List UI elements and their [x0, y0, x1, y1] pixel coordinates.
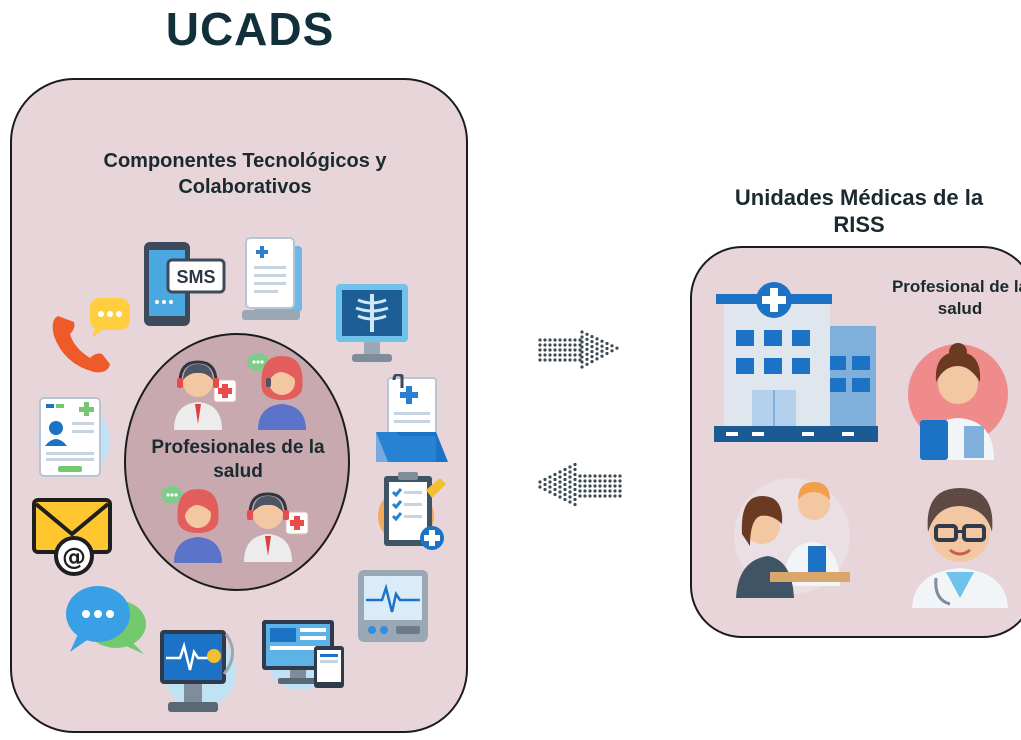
ecg-monitor-icon: [354, 564, 432, 646]
sms-text: SMS: [176, 267, 215, 287]
operator-man-icon: [168, 352, 248, 432]
responsive-devices-icon: [258, 616, 348, 692]
professionals-circle: [124, 333, 350, 591]
id-card-icon: [34, 394, 114, 480]
doctor-woman-icon: [904, 334, 1012, 462]
components-heading: Componentes Tecnológicos y Colaborativos: [103, 150, 387, 198]
medical-folder-icon: [374, 374, 452, 464]
operator-man-icon-2: [238, 482, 318, 564]
professionals-label: Profesionales de la salud: [151, 437, 325, 482]
telemedicine-monitor-icon: [154, 624, 246, 718]
sms-phone-icon: SMS: [142, 240, 226, 328]
xray-monitor-icon: [334, 282, 410, 366]
checklist-icon: [376, 470, 452, 556]
arrow-right-icon: [536, 310, 622, 401]
consultation-icon: [732, 474, 852, 598]
speech-bubbles-icon: [64, 580, 150, 660]
riss-heading: Unidades Médicas de la RISS: [734, 185, 984, 237]
operator-woman-icon-2: [158, 483, 230, 565]
professional-label: Profesional de la salud: [891, 277, 1021, 318]
hospital-icon: [712, 272, 880, 448]
diagram-title: UCADS: [165, 3, 335, 55]
email-icon: @: [32, 494, 116, 578]
document-icon: [240, 236, 304, 324]
doctor-man-icon: [906, 480, 1014, 610]
phone-icon: [46, 296, 132, 376]
email-at-symbol: @: [62, 543, 86, 571]
operator-woman-icon: [244, 350, 314, 432]
arrow-left-icon: [532, 442, 622, 537]
